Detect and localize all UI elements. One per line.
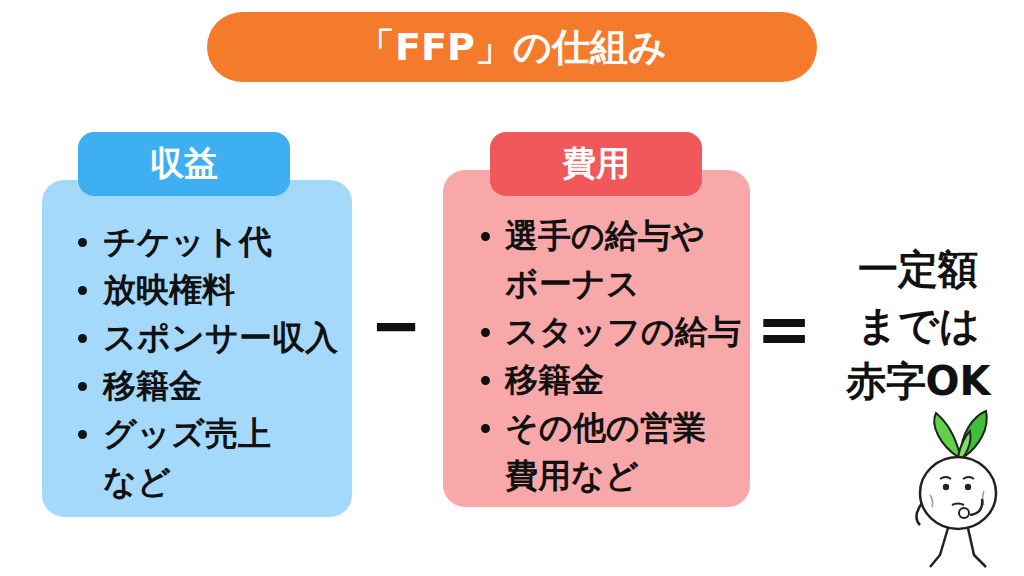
bullet-dot [78,430,87,439]
list-row: 移籍金 [443,356,745,404]
heading-tab: 費用 [490,132,702,196]
list-item: スタッフの給与 [505,308,745,356]
bullet-dot [78,238,87,247]
heading-tab: 収益 [78,132,290,196]
minus-operator: − [371,290,422,360]
list-row: その他の営業 費用など [443,404,745,500]
bullet-dot [481,232,490,241]
bullet-dot [481,424,490,433]
category-box: 収益チケット代放映権料スポンサー収入移籍金グッズ売上 など [42,180,352,517]
list-row: グッズ売上 など [42,410,353,506]
list-item: チケット代 [103,218,353,266]
list-item: スポンサー収入 [103,314,353,362]
list-item: 移籍金 [103,362,353,410]
bullet-dot [78,382,87,391]
list-item: その他の営業 費用など [505,404,745,500]
list-row: スポンサー収入 [42,314,353,362]
list-item: 放映権料 [103,266,353,314]
list-row: 放映権料 [42,266,353,314]
list-row: 選手の給与や ボーナス [443,212,745,308]
list-item: 移籍金 [505,356,745,404]
bullet-dot [78,286,87,295]
category-box: 費用選手の給与や ボーナススタッフの給与移籍金その他の営業 費用など [443,170,750,507]
result-note: 一定額 までは 赤字OK [830,240,1006,410]
bullet-dot [78,334,87,343]
title-pill: 「FFP」の仕組み [207,12,817,82]
bullet-dot [481,328,490,337]
list-row: スタッフの給与 [443,308,745,356]
item-list: 選手の給与や ボーナススタッフの給与移籍金その他の営業 費用など [443,212,745,500]
list-row: チケット代 [42,218,353,266]
list-item: グッズ売上 など [103,410,293,506]
equals-operator: = [754,294,815,364]
list-item: 選手の給与や ボーナス [505,212,745,308]
item-list: チケット代放映権料スポンサー収入移籍金グッズ売上 など [42,218,353,506]
list-row: 移籍金 [42,362,353,410]
bullet-dot [481,376,490,385]
mascot-illustration [900,405,1024,576]
